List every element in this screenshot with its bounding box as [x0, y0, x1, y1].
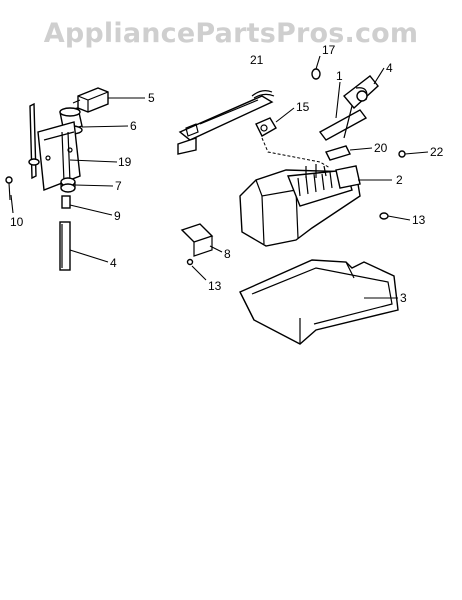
callout-13-left: 13: [208, 279, 222, 293]
callout-20: 20: [374, 141, 388, 155]
part-13-screw-left[interactable]: [186, 258, 207, 281]
part-19-tube[interactable]: [61, 131, 71, 183]
callout-8: 8: [224, 247, 231, 261]
dashed-assembly-path: [261, 137, 331, 169]
part-4-fill-tube[interactable]: [59, 221, 71, 271]
callout-3: 3: [400, 291, 407, 305]
part-3-ice-bin[interactable]: [239, 259, 399, 345]
callout-10: 10: [10, 215, 24, 229]
callout-22: 22: [430, 145, 444, 159]
callout-17: 17: [322, 43, 336, 57]
callout-4-right: 4: [386, 61, 393, 75]
part-13-screw-right[interactable]: [379, 212, 411, 221]
part-10-screw[interactable]: [5, 176, 13, 201]
callout-4-left: 4: [110, 256, 117, 270]
callout-1: 1: [336, 69, 343, 83]
part-4-shutoff-arm[interactable]: [342, 67, 385, 139]
callout-13-right: 13: [412, 213, 426, 227]
part-15-clip[interactable]: [255, 107, 295, 137]
callout-21: 21: [250, 53, 264, 67]
callout-7: 7: [115, 179, 122, 193]
part-1-shaft[interactable]: [318, 81, 368, 141]
part-8-bracket[interactable]: [180, 223, 223, 257]
callout-9: 9: [114, 209, 121, 223]
part-21-wire-harness[interactable]: [177, 90, 275, 155]
callout-6: 6: [130, 119, 137, 133]
part-9-ferrule[interactable]: [61, 195, 71, 209]
callout-15: 15: [296, 100, 310, 114]
watermark-text: AppliancePartsPros.com: [43, 18, 419, 49]
callout-19: 19: [118, 155, 132, 169]
part-22-screw[interactable]: [398, 150, 429, 158]
callout-2: 2: [396, 173, 403, 187]
part-7-nut[interactable]: [60, 177, 76, 193]
callout-5: 5: [148, 91, 155, 105]
part-20-bracket[interactable]: [325, 145, 373, 161]
part-2-ice-maker[interactable]: [239, 164, 392, 247]
part-17-screw[interactable]: [311, 55, 321, 80]
